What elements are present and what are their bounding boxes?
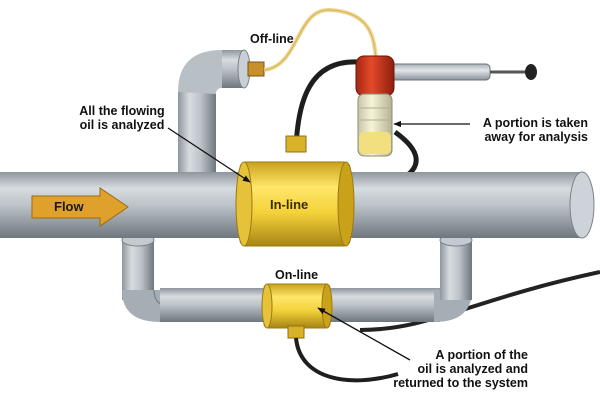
leader-portion-returned	[317, 307, 411, 361]
label-inline: In-line	[270, 197, 309, 212]
label-portion-taken-line2: away for analysis	[484, 130, 588, 144]
label-portion-returned-line2: oil is analyzed and	[417, 362, 528, 376]
flow-arrow	[31, 187, 129, 227]
label-portion-returned-line1: A portion of the	[435, 348, 528, 362]
label-portion-taken: A portion is taken away for analysis	[460, 116, 588, 144]
label-all-flowing-line1: All the flowing	[79, 104, 165, 118]
brass-fitting	[247, 61, 265, 77]
label-flow: Flow	[54, 199, 84, 214]
sampler-bottle	[355, 55, 537, 157]
plunger-knob-icon	[525, 64, 537, 80]
label-portion-returned-line3: returned to the system	[393, 376, 528, 390]
label-all-flowing: All the flowing oil is analyzed	[62, 104, 182, 132]
label-portion-taken-line1: A portion is taken	[482, 116, 588, 130]
label-online: On-line	[275, 268, 319, 282]
label-offline: Off-line	[250, 32, 294, 46]
leader-all-flowing	[167, 127, 251, 183]
online-analyzer	[261, 283, 399, 383]
inline-analyzer	[235, 135, 355, 247]
sampler-hose	[293, 59, 359, 149]
label-portion-returned: A portion of the oil is analyzed and ret…	[380, 348, 528, 390]
label-all-flowing-line2: oil is analyzed	[79, 118, 165, 132]
